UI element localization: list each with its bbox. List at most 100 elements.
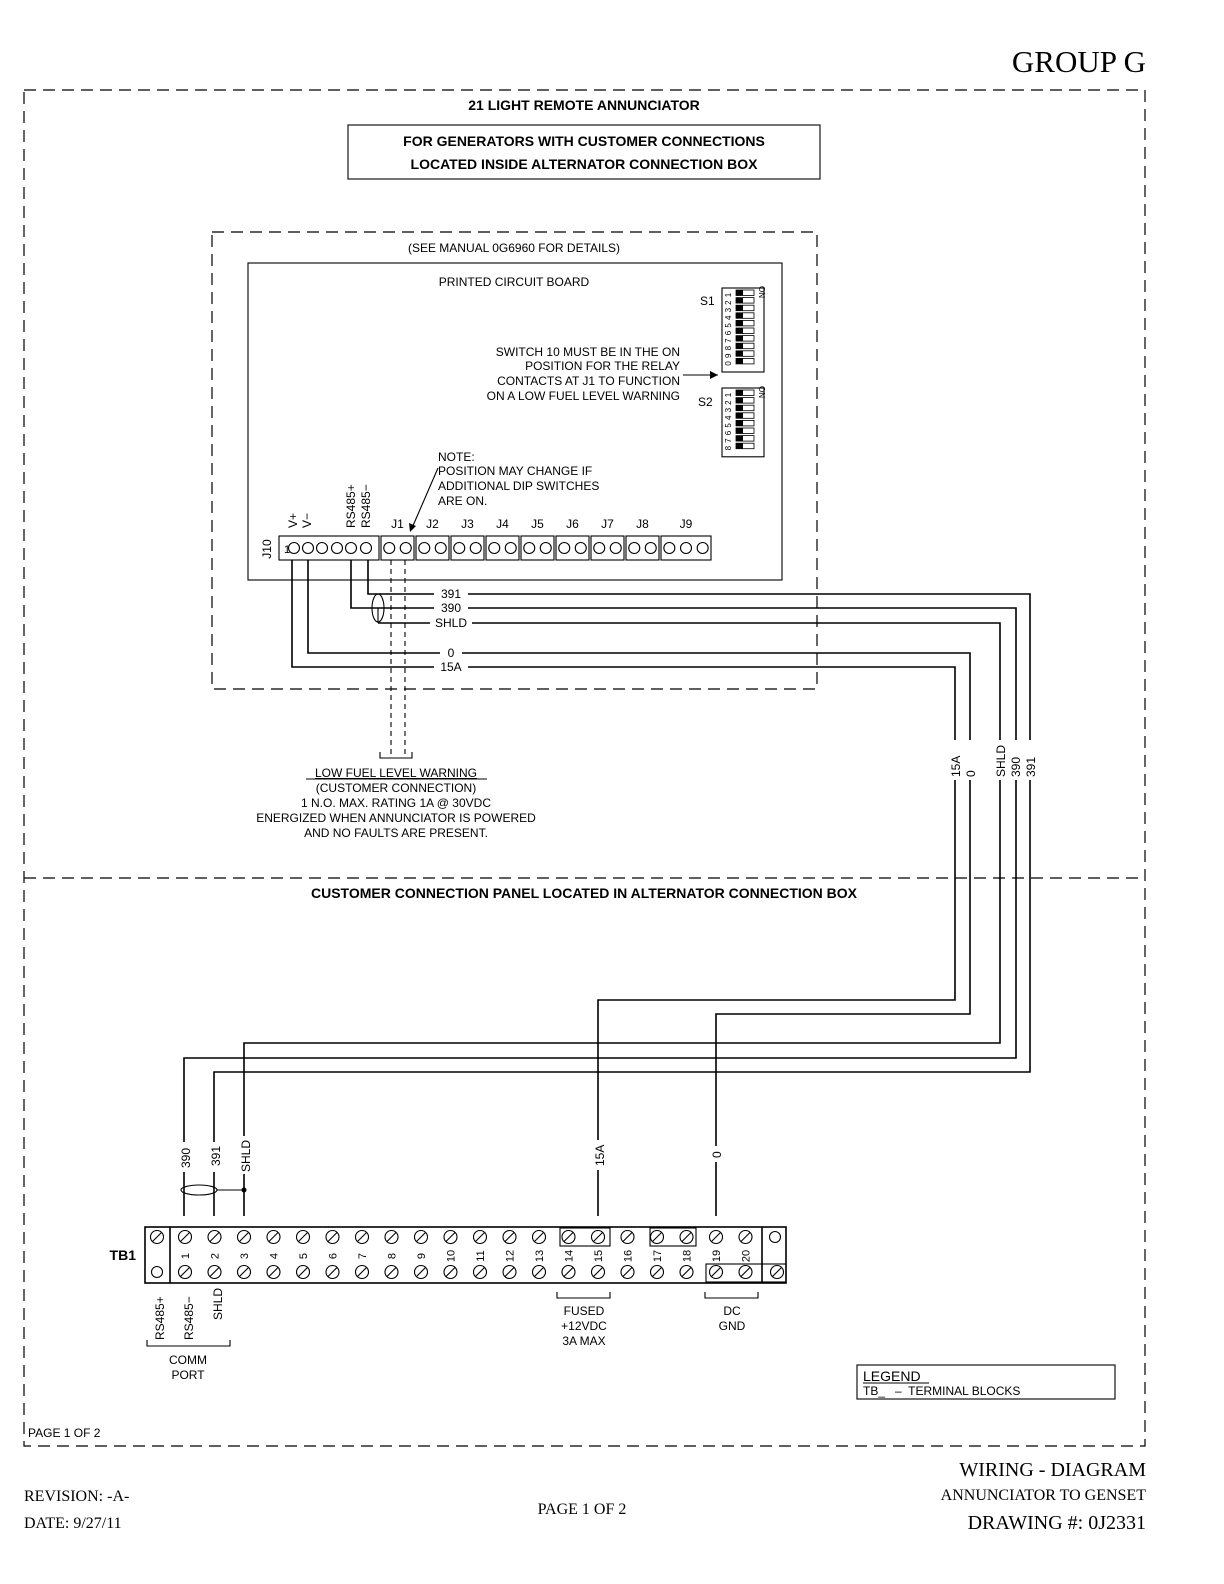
switch-note-line3: CONTACTS AT J1 TO FUNCTION <box>497 374 680 388</box>
tb1-terminal-top-slot <box>504 1232 515 1242</box>
connector-j6 <box>555 535 590 561</box>
tb1-terminal-bottom-slot <box>652 1267 662 1277</box>
tb1-terminal-top <box>738 1229 753 1245</box>
low-fuel-line1: (CUSTOMER CONNECTION) <box>316 781 476 795</box>
tb1-terminal-bottom <box>679 1264 694 1280</box>
s2-body <box>721 387 765 458</box>
tb1-terminal-bottom <box>384 1264 399 1280</box>
comm-port-line2: PORT <box>171 1368 205 1382</box>
tb1-terminal-number: 10 <box>446 1250 458 1262</box>
wire-391 <box>213 560 1031 1216</box>
tb1-terminal-bottom <box>590 1264 606 1280</box>
tb1-terminal-top <box>266 1229 281 1245</box>
s1-toggle <box>736 343 743 349</box>
tb1-terminal-number: 2 <box>210 1253 222 1259</box>
label-bg-bottom-shld <box>238 1136 252 1174</box>
tb1-terminal-number: 7 <box>357 1253 369 1259</box>
tb1-terminal-bottom-slot <box>504 1267 515 1277</box>
connector-j4 <box>485 535 520 561</box>
tb1-terminal-top-slot <box>327 1232 338 1242</box>
tb1-terminal-bottom-slot <box>386 1267 397 1277</box>
s2-on-label: ON <box>757 386 766 398</box>
tb1-terminal-bottom <box>236 1264 252 1280</box>
tb1-terminal-bottom-extra <box>769 1264 785 1280</box>
connector-j6-pin <box>574 541 587 555</box>
footer-drawing-number: DRAWING #: 0J2331 <box>968 1512 1146 1534</box>
tb1-terminal-top <box>561 1229 576 1245</box>
tb1-terminal-bottom <box>207 1264 222 1280</box>
connector-j9 <box>660 535 712 561</box>
tb1-mount-hole-right <box>768 1230 782 1244</box>
connector-j2 <box>415 535 450 561</box>
tb1-terminal-bottom <box>354 1264 370 1280</box>
tb1-terminal-top <box>502 1229 517 1245</box>
tb1-terminal-bottom <box>531 1264 547 1280</box>
tb1-terminal-bottom <box>620 1264 635 1280</box>
tb1-terminal-top-slot <box>180 1232 190 1242</box>
label-bg-right-390 <box>1009 740 1023 780</box>
s2-number: 2 <box>724 400 733 405</box>
connector-j3 <box>450 535 485 561</box>
tb1-terminal-bottom <box>708 1264 724 1280</box>
s1-number: 4 <box>724 315 733 320</box>
s1-number: 9 <box>724 353 733 358</box>
label-bg-right-15a <box>948 740 962 780</box>
s2-number: 6 <box>724 430 733 435</box>
switch-note-arrow <box>710 371 718 379</box>
s2-number: 1 <box>724 392 733 397</box>
j10-label-rs485plus: RS485+ <box>344 484 358 528</box>
s1-toggle <box>736 312 743 319</box>
switch-note-line2: POSITION FOR THE RELAY <box>525 359 680 373</box>
wire-shld <box>243 622 1001 1216</box>
tb1-terminal-bottom <box>295 1264 311 1280</box>
connector-label-j3: J3 <box>461 517 474 531</box>
tb1-terminal-bottom <box>502 1264 517 1280</box>
tb1-block <box>144 1226 787 1284</box>
label-bg-bottom-390 <box>178 1142 192 1172</box>
tb1-terminal-bottom <box>443 1264 458 1280</box>
footer-page: PAGE 1 OF 2 <box>538 1501 627 1518</box>
tb1-terminal-top-slot <box>475 1232 485 1242</box>
right-label-390: 390 <box>1009 757 1023 777</box>
tb1-terminal-top-slot <box>386 1232 397 1242</box>
jumper-17-18 <box>649 1227 697 1247</box>
tb1-terminal-top <box>354 1229 370 1245</box>
label-bg-shld <box>430 616 472 629</box>
tb1-terminal-number: 5 <box>298 1253 310 1259</box>
label-bg-390 <box>434 601 468 614</box>
j10-pin <box>359 541 373 555</box>
tb1-terminal-bottom-slot <box>239 1267 249 1277</box>
tb1-terminal-top-slot <box>416 1232 426 1242</box>
tb1-terminal-top-slot <box>593 1232 603 1242</box>
s2-number: 3 <box>724 407 733 412</box>
tb1-terminal-top-slot <box>652 1232 662 1242</box>
tb1-terminal-bottom-slot <box>534 1267 544 1277</box>
s1-number: 7 <box>724 338 733 343</box>
wire-label-0: 0 <box>448 646 455 660</box>
tb1-terminal-top-slot <box>357 1232 367 1242</box>
label-bg-right-0 <box>963 740 977 780</box>
tb1-terminal-bottom <box>413 1264 429 1280</box>
tb1-terminal-number: 16 <box>623 1250 635 1262</box>
tb1-terminal-top <box>177 1229 193 1245</box>
tb1-terminal-bottom <box>561 1264 576 1280</box>
tb1-terminal-bottom-slot <box>416 1267 426 1277</box>
tb1-terminal-top <box>384 1229 399 1245</box>
tb1-terminal-bottom-slot <box>593 1267 603 1277</box>
connector-j8 <box>625 535 660 561</box>
tb1-terminal-top <box>207 1229 222 1245</box>
tb1-terminal-bottom-slot <box>563 1267 574 1277</box>
tb1-terminal-bottom-slot <box>711 1267 721 1277</box>
wire-0 <box>307 560 971 1216</box>
tb1-mount-hole <box>150 1265 164 1279</box>
group-label: GROUP G <box>1012 44 1146 79</box>
connector-j8-pin <box>644 541 657 555</box>
position-note-leader <box>411 467 439 529</box>
pcb-board <box>247 262 783 581</box>
position-note-line1: NOTE: <box>438 450 475 464</box>
connector-label-j2: J2 <box>426 517 439 531</box>
label-bg-391 <box>434 587 468 600</box>
